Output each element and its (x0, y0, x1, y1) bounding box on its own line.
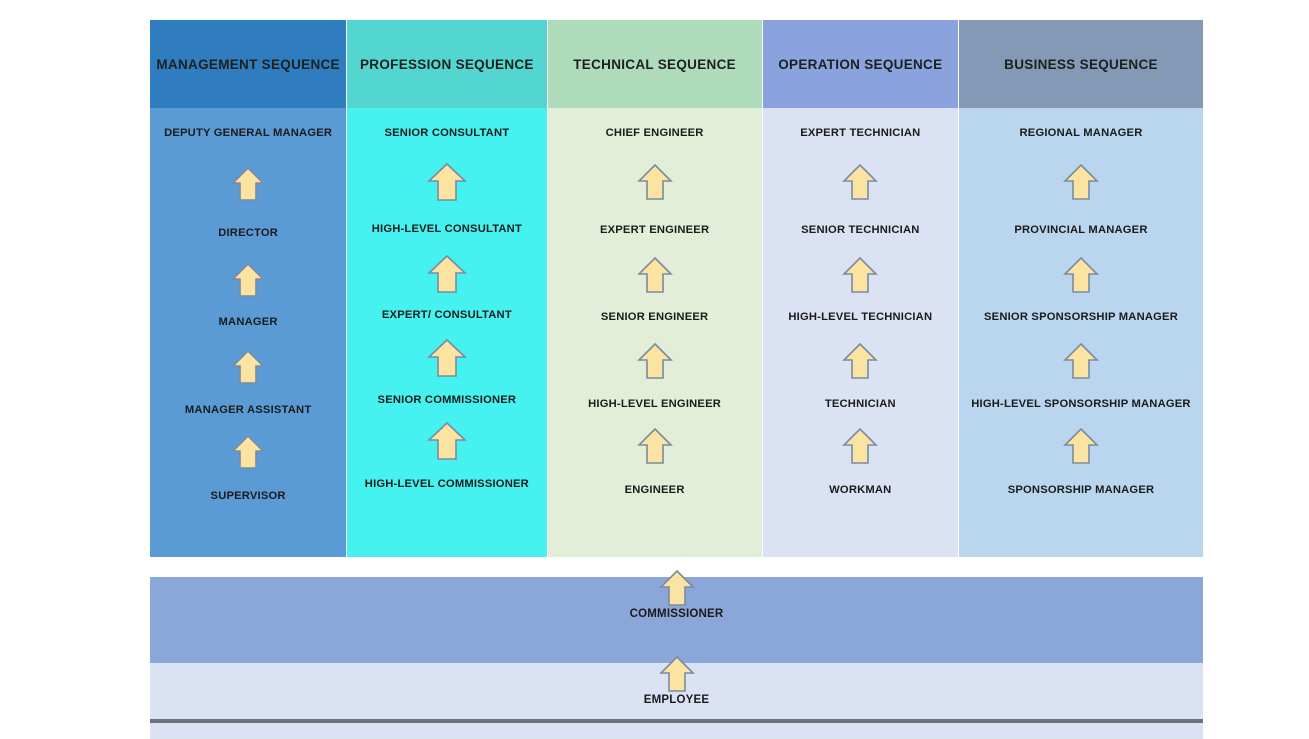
rung-label: TECHNICIAN (824, 398, 896, 410)
sequence-column-management[interactable]: MANAGEMENT SEQUENCE DEPUTY GENERAL MANAG… (150, 20, 347, 557)
rung-label: EXPERT TECHNICIAN (800, 127, 921, 139)
column-body-profession: SENIOR CONSULTANT HIGH-LEVEL CONSULTANT … (347, 108, 547, 557)
up-arrow-icon (636, 256, 674, 294)
column-divider (957, 20, 959, 557)
rung-label: DEPUTY GENERAL MANAGER (164, 127, 333, 139)
bottom-divider-rule (150, 719, 1203, 723)
rung-label: DIRECTOR (218, 227, 279, 239)
column-header-profession: PROFESSION SEQUENCE (347, 20, 547, 108)
rung-label: HIGH-LEVEL SPONSORSHIP MANAGER (971, 398, 1191, 410)
up-arrow-icon (658, 569, 696, 607)
band-label-employee: EMPLOYEE (643, 694, 710, 706)
rung-label: HIGH-LEVEL TECHNICIAN (788, 311, 933, 323)
up-arrow-icon (1062, 163, 1100, 201)
rung-label: SENIOR TECHNICIAN (801, 224, 920, 236)
column-divider (546, 20, 548, 557)
rung-label: SENIOR COMMISSIONER (377, 394, 517, 406)
rung-label: EXPERT ENGINEER (599, 224, 710, 236)
sequence-column-business[interactable]: BUSINESS SEQUENCE REGIONAL MANAGER PROVI… (958, 20, 1204, 557)
column-header-business: BUSINESS SEQUENCE (958, 20, 1204, 108)
column-header-operation: OPERATION SEQUENCE (762, 20, 958, 108)
rung-label: HIGH-LEVEL CONSULTANT (371, 223, 522, 235)
sequence-column-operation[interactable]: OPERATION SEQUENCE EXPERT TECHNICIAN SEN… (762, 20, 958, 557)
up-arrow-icon (231, 262, 266, 298)
rung-label: SENIOR SPONSORSHIP MANAGER (984, 311, 1178, 323)
up-arrow-icon (426, 162, 468, 202)
column-header-management: MANAGEMENT SEQUENCE (150, 20, 347, 108)
up-arrow-icon (231, 434, 266, 470)
rung-label: MANAGER (218, 316, 278, 328)
rung-label: SENIOR CONSULTANT (384, 127, 510, 139)
up-arrow-icon (426, 254, 468, 294)
up-arrow-icon (841, 163, 879, 201)
up-arrow-icon (231, 349, 266, 385)
rung-label: EXPERT/ CONSULTANT (381, 309, 512, 321)
up-arrow-icon (841, 342, 879, 380)
rung-label: SPONSORSHIP MANAGER (1007, 484, 1155, 496)
rung-label: HIGH-LEVEL COMMISSIONER (364, 478, 529, 490)
rung-label: SUPERVISOR (210, 490, 286, 502)
column-divider (761, 20, 763, 557)
column-body-technical: CHIEF ENGINEER EXPERT ENGINEER SENIOR EN… (547, 108, 762, 557)
up-arrow-icon (231, 166, 266, 202)
up-arrow-icon (636, 163, 674, 201)
band-label-commissioner: COMMISSIONER (629, 608, 724, 620)
rung-label: MANAGER ASSISTANT (184, 404, 312, 416)
rung-label: SENIOR ENGINEER (600, 311, 709, 323)
rung-label: CHIEF ENGINEER (605, 127, 704, 139)
rung-label: WORKMAN (829, 484, 892, 496)
rung-label: HIGH-LEVEL ENGINEER (588, 398, 722, 410)
rung-label: REGIONAL MANAGER (1019, 127, 1143, 139)
sequence-columns-region: MANAGEMENT SEQUENCE DEPUTY GENERAL MANAG… (150, 20, 1204, 557)
up-arrow-icon (658, 655, 696, 693)
up-arrow-icon (1062, 256, 1100, 294)
up-arrow-icon (426, 421, 468, 461)
column-body-business: REGIONAL MANAGER PROVINCIAL MANAGER SENI… (958, 108, 1204, 557)
career-ladder-diagram: MANAGEMENT SEQUENCE DEPUTY GENERAL MANAG… (150, 20, 1204, 739)
column-body-management: DEPUTY GENERAL MANAGER DIRECTOR MANAGER (150, 108, 347, 557)
column-divider (346, 20, 348, 557)
up-arrow-icon (636, 427, 674, 465)
rung-label: ENGINEER (624, 484, 685, 496)
up-arrow-icon (1062, 427, 1100, 465)
up-arrow-icon (841, 256, 879, 294)
sequence-column-technical[interactable]: TECHNICAL SEQUENCE CHIEF ENGINEER EXPERT… (547, 20, 762, 557)
up-arrow-icon (636, 342, 674, 380)
sequence-column-profession[interactable]: PROFESSION SEQUENCE SENIOR CONSULTANT HI… (347, 20, 547, 557)
column-body-operation: EXPERT TECHNICIAN SENIOR TECHNICIAN HIGH… (762, 108, 958, 557)
up-arrow-icon (426, 338, 468, 378)
up-arrow-icon (841, 427, 879, 465)
up-arrow-icon (1062, 342, 1100, 380)
column-header-technical: TECHNICAL SEQUENCE (547, 20, 762, 108)
rung-label: PROVINCIAL MANAGER (1014, 224, 1148, 236)
